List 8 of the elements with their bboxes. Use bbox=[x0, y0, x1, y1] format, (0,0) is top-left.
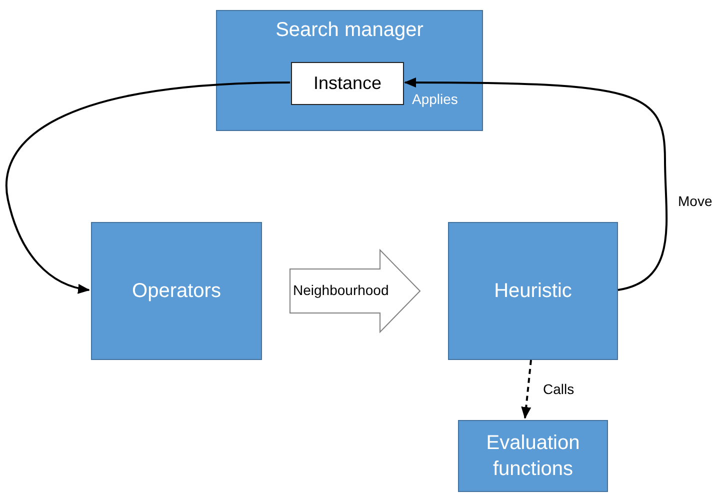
process-box: Heuristic bbox=[448, 222, 618, 360]
dashed-arrow bbox=[521, 360, 532, 419]
note-label: Applies bbox=[412, 90, 458, 108]
curved-arrow bbox=[404, 78, 668, 291]
curved-arrow bbox=[6, 82, 290, 294]
instance-box: Instance bbox=[291, 62, 404, 105]
process-box: Operators bbox=[91, 222, 262, 360]
process-box: Evaluation functions bbox=[458, 420, 608, 492]
